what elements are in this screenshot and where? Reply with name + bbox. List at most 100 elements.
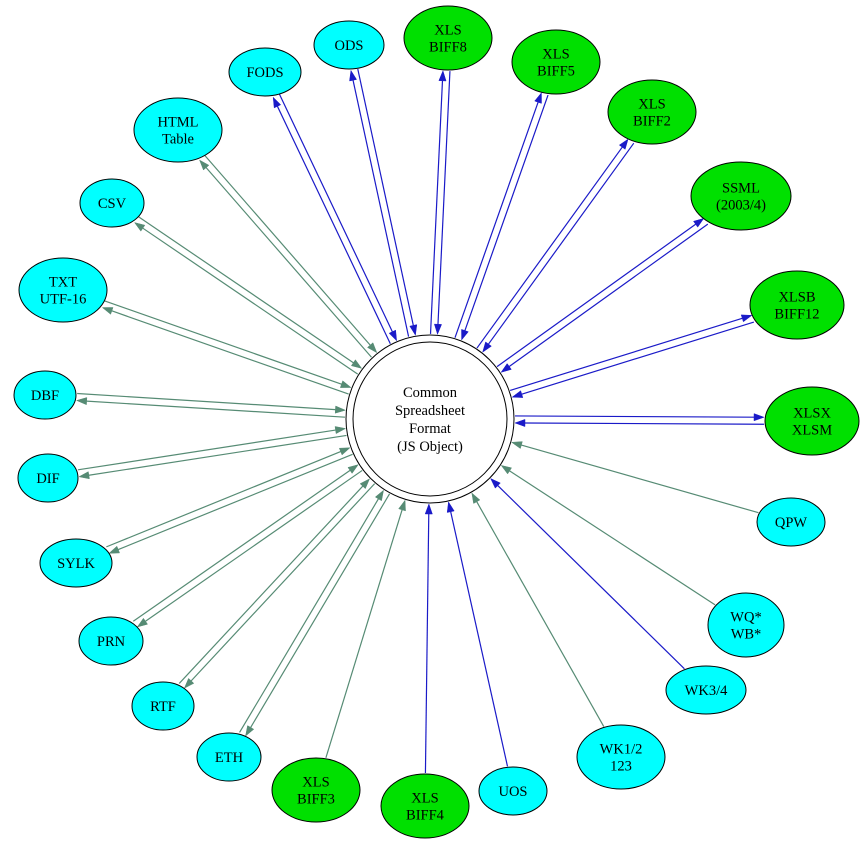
node-shape-xls-biff3 xyxy=(271,757,361,823)
node-shape-xlsx xyxy=(764,386,860,456)
center-label-line0: Common xyxy=(403,385,458,401)
edge-xls-biff8-out xyxy=(429,80,444,334)
arrowhead-xls-biff2-in xyxy=(482,341,492,353)
edge-xlsx-in xyxy=(524,422,764,425)
node-label-uos-line0: UOS xyxy=(498,784,527,800)
arrowhead-csv-in xyxy=(350,359,363,369)
arrowhead-ods-out xyxy=(349,69,357,82)
node-uos: UOS xyxy=(478,766,548,816)
edge-eth-out xyxy=(250,493,391,728)
edge-ods-out xyxy=(352,80,410,337)
arrowhead-dif-out xyxy=(78,471,90,480)
node-label-txt-utf16-line1: UTF-16 xyxy=(40,292,87,308)
edge-xls-biff3-in xyxy=(325,509,403,758)
arrowhead-wk12-123-in xyxy=(471,492,481,504)
node-shape-xls-biff4 xyxy=(380,773,470,839)
edge-html-table-out xyxy=(205,167,372,358)
node-label-wq-wb-line1: WB* xyxy=(731,627,762,643)
edge-dbf-in xyxy=(77,392,336,411)
edge-xls-biff5-out xyxy=(454,102,539,338)
node-label-xls-biff2-line1: BIFF2 xyxy=(633,114,671,130)
edge-wk34-in xyxy=(497,485,685,670)
arrowhead-xls-biff3-in xyxy=(398,499,406,512)
node-shape-xls-biff8 xyxy=(403,5,493,71)
edge-xls-biff2-out xyxy=(476,146,623,349)
node-label-xls-biff8-line0: XLS xyxy=(434,23,461,39)
arrowhead-dif-in xyxy=(334,426,347,434)
node-label-xls-biff3-line0: XLS xyxy=(302,775,329,791)
node-label-xls-biff3-line1: BIFF3 xyxy=(297,792,335,808)
arrowhead-txt-utf16-in xyxy=(339,380,352,388)
center-label-line2: Format xyxy=(409,421,451,437)
node-shape-wk34 xyxy=(665,665,747,715)
node-rtf: RTF xyxy=(131,681,195,731)
arrowhead-xls-biff8-in xyxy=(434,323,442,335)
node-shape-dbf xyxy=(13,370,77,420)
edge-prn-out xyxy=(145,469,363,622)
arrowhead-sylk-out xyxy=(108,545,120,554)
arrowhead-dbf-in xyxy=(334,405,347,414)
node-shape-uos xyxy=(478,766,548,816)
node-csv: CSV xyxy=(79,178,145,228)
edge-xls-biff2-in xyxy=(488,142,635,345)
edge-qpw-in xyxy=(521,444,759,514)
node-shape-xls-biff5 xyxy=(511,29,601,95)
edge-rtf-in xyxy=(178,485,364,684)
arrowhead-xls-biff4-in xyxy=(424,503,433,515)
edge-dif-out xyxy=(88,434,347,476)
node-dif: DIF xyxy=(17,453,79,503)
edge-xlsb-out xyxy=(509,317,743,392)
node-label-dbf-line0: DBF xyxy=(31,388,59,404)
edge-wk12-123-in xyxy=(476,501,605,727)
node-ods: ODS xyxy=(313,20,385,70)
node-shape-html-table xyxy=(133,97,223,163)
arrowhead-xls-biff2-out xyxy=(618,138,629,150)
node-prn: PRN xyxy=(78,616,144,666)
node-label-xlsb-line0: XLSB xyxy=(778,290,815,306)
arrowhead-ssml-out xyxy=(693,217,705,228)
node-shape-ssml xyxy=(690,161,792,231)
arrowhead-ssml-in xyxy=(500,363,512,373)
node-qpw: QPW xyxy=(756,497,826,547)
arrowhead-xls-biff5-out xyxy=(534,92,542,104)
arrowhead-rtf-out xyxy=(183,677,195,689)
node-sylk: SYLK xyxy=(39,538,113,588)
edge-eth-in xyxy=(239,498,379,733)
arrowhead-dbf-out xyxy=(75,397,88,406)
node-fods: FODS xyxy=(228,47,302,97)
node-shape-dif xyxy=(17,453,79,503)
edge-csv-in xyxy=(138,216,354,364)
node-label-ods-line0: ODS xyxy=(334,38,363,54)
edge-ssml-in xyxy=(508,223,709,367)
node-label-wk12-123-line0: WK1/2 xyxy=(600,742,643,758)
edge-fods-in xyxy=(278,94,393,332)
arrowhead-sylk-in xyxy=(338,447,351,456)
node-label-xls-biff5-line0: XLS xyxy=(542,47,569,63)
node-ssml: SSML(2003/4) xyxy=(690,161,792,231)
node-eth: ETH xyxy=(196,732,262,782)
arrowhead-html-table-out xyxy=(199,159,210,171)
node-shape-wq-wb xyxy=(707,592,785,658)
node-shape-xlsb xyxy=(749,270,845,340)
node-shape-qpw xyxy=(756,497,826,547)
arrowhead-eth-out xyxy=(245,725,255,737)
edge-xlsx-out xyxy=(515,415,755,418)
arrowhead-xls-biff8-out xyxy=(438,70,447,82)
arrowhead-xlsx-in xyxy=(514,419,526,427)
node-shape-wk12-123 xyxy=(576,724,666,790)
node-label-wk34-line0: WK3/4 xyxy=(685,683,728,699)
center-inner-circle xyxy=(352,341,508,497)
node-label-prn-line0: PRN xyxy=(97,634,126,650)
node-dbf: DBF xyxy=(13,370,77,420)
node-shape-fods xyxy=(228,47,302,97)
edge-html-table-in xyxy=(204,155,371,346)
node-label-xls-biff2-line0: XLS xyxy=(638,97,665,113)
edge-ods-in xyxy=(357,68,414,326)
